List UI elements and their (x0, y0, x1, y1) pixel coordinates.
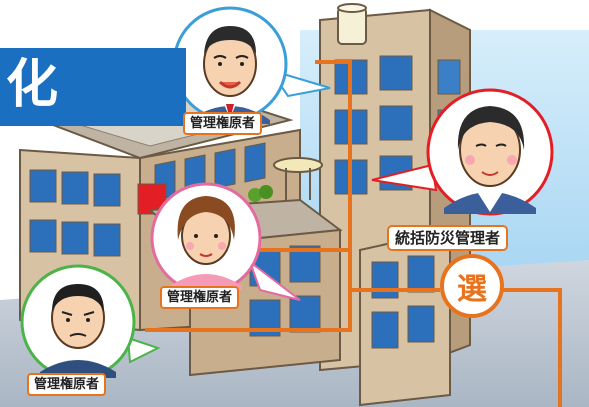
label-owner-middle: 管理権原者 (160, 286, 240, 309)
label-supervisor: 統括防災管理者 (387, 225, 509, 251)
bubble-tail-middle (247, 259, 301, 301)
connection-lines (145, 60, 562, 407)
title-text: 化 (6, 55, 59, 115)
bubble-tail-bottom (126, 336, 161, 364)
selected-badge: 選 (457, 272, 487, 307)
selected-badge-circle (440, 254, 504, 318)
avatar-owner-middle (150, 182, 262, 294)
avatar-owner-bottom (20, 264, 136, 380)
title-banner (0, 48, 186, 126)
avatar-owner-top (172, 6, 288, 124)
right-building (359, 228, 451, 407)
avatar-supervisor (426, 88, 554, 216)
label-owner-top: 管理権原者 (183, 112, 263, 135)
label-owner-bottom: 管理権原者 (27, 373, 107, 396)
